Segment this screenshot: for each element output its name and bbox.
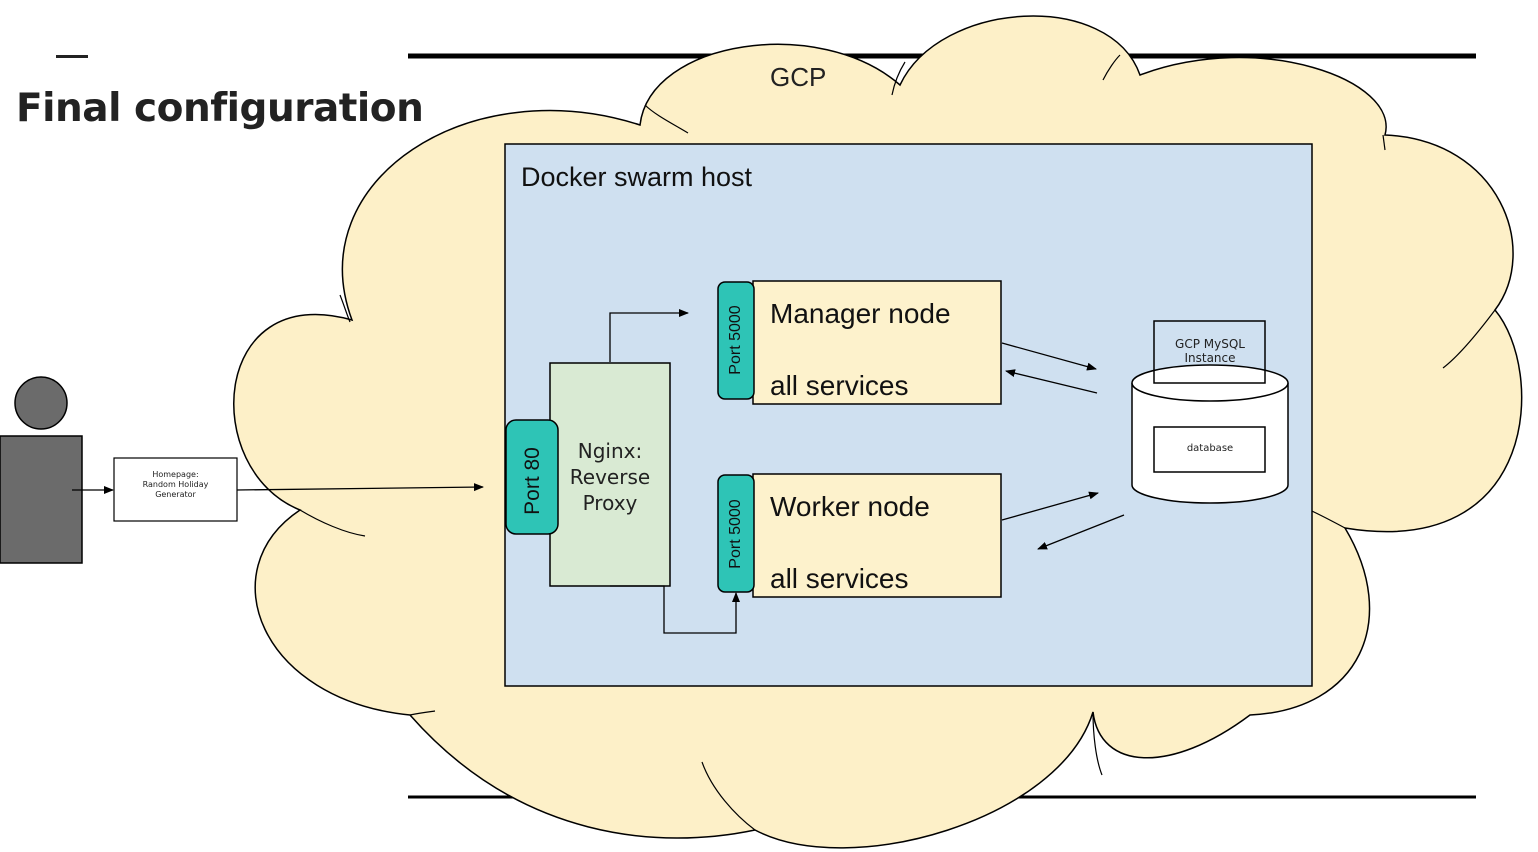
swarm-host-label: Docker swarm host bbox=[521, 162, 753, 192]
db-to-manager-arrow bbox=[1005, 369, 1098, 394]
gcp-mysql-label: GCP MySQL Instance bbox=[1155, 337, 1265, 365]
homepage-line-3: Generator bbox=[155, 490, 196, 499]
nginx-line-1: Nginx: bbox=[577, 439, 643, 463]
worker-to-db-arrow bbox=[1001, 491, 1099, 521]
gcp-mysql-line-1: GCP MySQL bbox=[1175, 337, 1245, 351]
gcp-mysql-box bbox=[1153, 320, 1266, 384]
homepage-box bbox=[113, 457, 238, 522]
homepage-line-2: Random Holiday bbox=[142, 480, 209, 489]
homepage-line-1: Homepage: bbox=[152, 470, 199, 479]
worker-node-services: all services bbox=[770, 563, 909, 594]
nginx-line-2: Reverse bbox=[569, 465, 651, 489]
database-box bbox=[1153, 426, 1266, 473]
nginx-to-manager-arrow bbox=[609, 309, 689, 362]
worker-node-title: Worker node bbox=[770, 491, 930, 522]
manager-node-title: Manager node bbox=[770, 298, 951, 329]
title-dash bbox=[56, 55, 88, 58]
page-title: Final configuration bbox=[16, 86, 424, 131]
manager-port-label: Port 5000 bbox=[727, 305, 744, 375]
nginx-line-3: Proxy bbox=[582, 491, 638, 515]
cloud-label: GCP bbox=[770, 62, 827, 92]
port-80-label: Port 80 bbox=[521, 447, 544, 515]
port-80-box bbox=[505, 419, 559, 535]
homepage-label: Homepage: Random Holiday Generator bbox=[114, 470, 237, 500]
user-icon bbox=[0, 376, 83, 564]
nginx-label: Nginx: Reverse Proxy bbox=[552, 438, 668, 516]
manager-to-db-arrow bbox=[1001, 342, 1097, 371]
gcp-mysql-line-2: Instance bbox=[1184, 351, 1236, 365]
nginx-box bbox=[549, 362, 671, 587]
db-to-worker-arrow bbox=[1037, 514, 1125, 550]
manager-node-services: all services bbox=[770, 370, 909, 401]
homepage-to-port80-arrow bbox=[236, 483, 484, 492]
nginx-to-worker-arrow bbox=[610, 585, 740, 634]
database-label: database bbox=[1186, 443, 1234, 454]
manager-port-box bbox=[717, 281, 755, 400]
worker-port-label: Port 5000 bbox=[727, 499, 744, 569]
